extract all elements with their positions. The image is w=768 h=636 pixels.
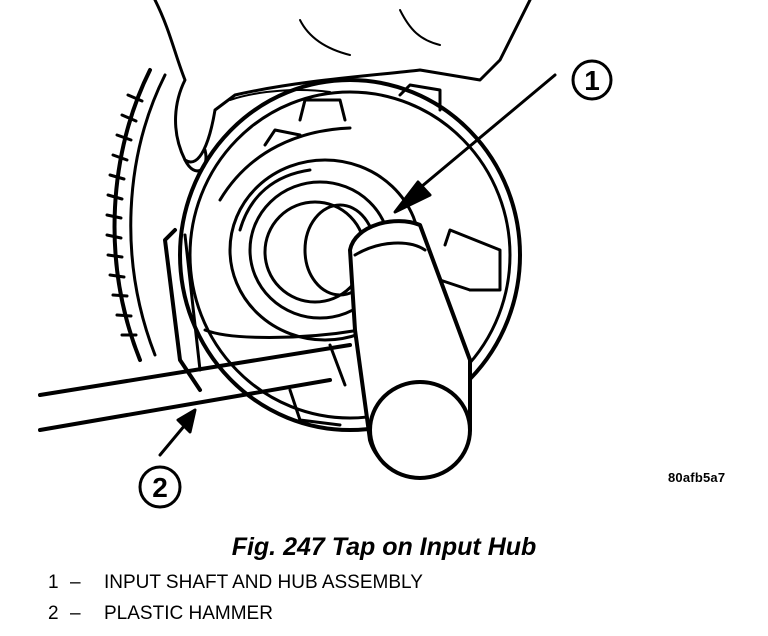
leader-arrow-2 bbox=[158, 408, 197, 457]
callout-circle-1 bbox=[571, 59, 613, 101]
legend-item: 1– INPUT SHAFT AND HUB ASSEMBLY bbox=[48, 572, 423, 594]
legend-separator: – bbox=[70, 603, 81, 624]
technical-illustration: 1 2 bbox=[38, 0, 613, 509]
callout-label-2: 2 bbox=[152, 472, 168, 503]
image-code: 80afb5a7 bbox=[668, 470, 726, 485]
legend-number: 1 bbox=[48, 572, 59, 593]
gear-teeth bbox=[105, 68, 167, 362]
figure-caption: Fig. 247 Tap on Input Hub bbox=[231, 533, 537, 561]
legend-text: INPUT SHAFT AND HUB ASSEMBLY bbox=[104, 572, 423, 593]
callout-label-1: 1 bbox=[584, 65, 600, 96]
clutch-drum bbox=[163, 78, 522, 432]
legend-item: 2– PLASTIC HAMMER bbox=[48, 603, 273, 625]
legend-text: PLASTIC HAMMER bbox=[104, 603, 273, 624]
legend-number: 2 bbox=[48, 603, 59, 624]
legend-separator: – bbox=[70, 572, 81, 593]
callout-circle-2 bbox=[138, 465, 182, 509]
leader-arrow-1 bbox=[393, 73, 557, 214]
plastic-hammer bbox=[38, 219, 472, 480]
hand bbox=[153, 0, 532, 173]
